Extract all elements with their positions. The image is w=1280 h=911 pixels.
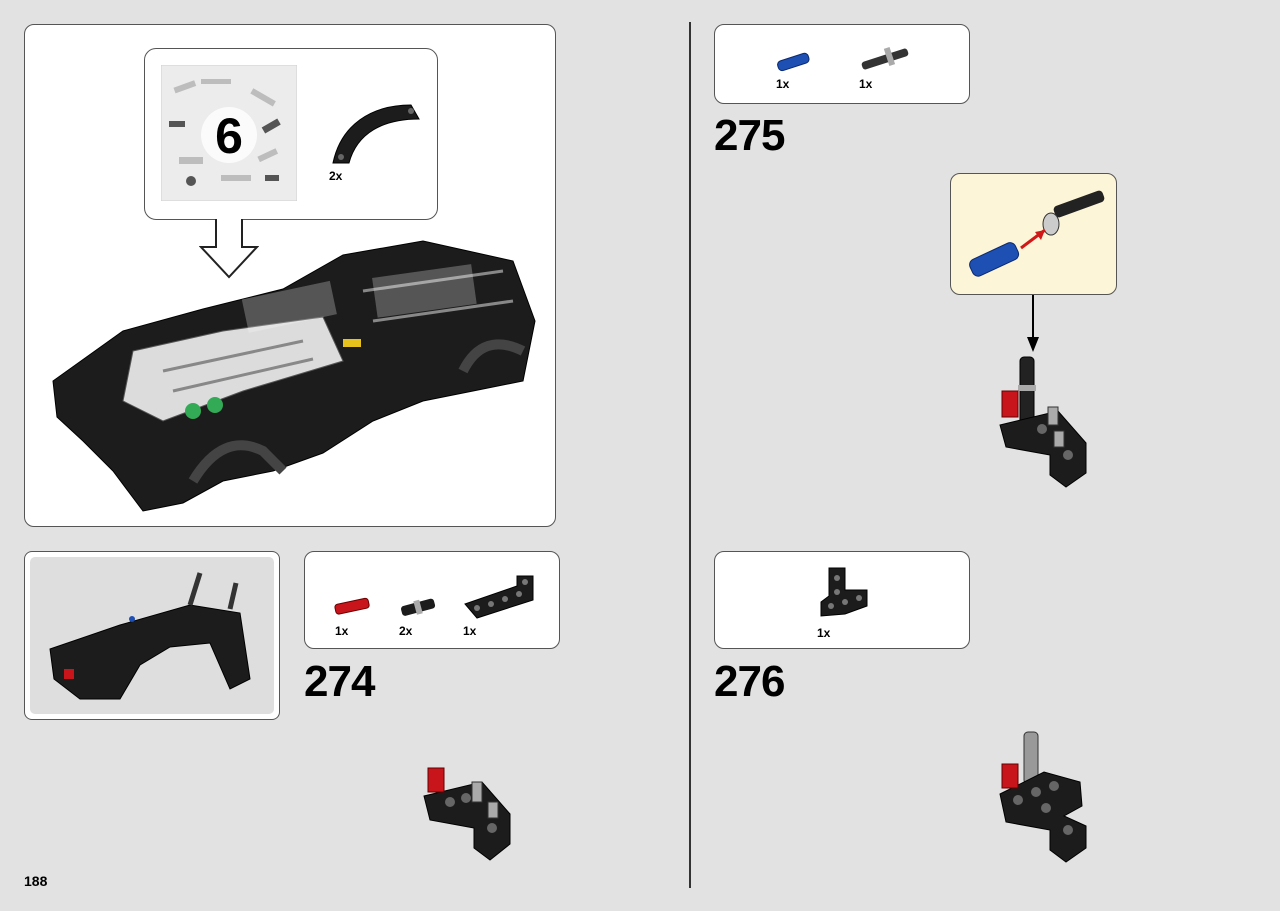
step-274-number: 274 <box>304 657 375 706</box>
page-number: 188 <box>24 873 48 889</box>
bag-part-qty: 2x <box>329 169 343 183</box>
step-276-part-1-qty: 1x <box>817 626 831 640</box>
step-275-parts-box: 1x 1x <box>714 24 970 104</box>
bag-callout: 6 2x <box>144 48 438 220</box>
t-beam-part <box>820 567 868 617</box>
step-275-part-2-qty: 1x <box>859 77 873 91</box>
main-assembly-panel: 6 2x <box>24 24 556 527</box>
pin-insertion-illustration <box>969 190 1105 277</box>
step-274-parts-box: 1x 2x 1x <box>304 551 560 649</box>
parts-bag-image: 6 <box>161 65 297 201</box>
subassembly-arch-model <box>49 572 251 700</box>
step-274-assembly-model <box>423 767 511 861</box>
bag-number: 6 <box>215 108 243 164</box>
callout-arrow-icon <box>1027 295 1039 352</box>
step-275-assembly-model <box>999 356 1087 488</box>
step-274-part-1-qty: 1x <box>335 624 349 638</box>
curved-panel-part <box>332 104 420 164</box>
down-arrow-icon <box>199 219 259 279</box>
step-276-number: 276 <box>714 657 785 706</box>
step-275-callout <box>950 173 1117 295</box>
step-275-part-1-qty: 1x <box>776 77 790 91</box>
subassembly-panel <box>24 551 280 720</box>
step-274-part-2-qty: 2x <box>399 624 413 638</box>
subassembly-image-frame <box>30 557 274 714</box>
black-axle-with-stop-part <box>861 47 909 70</box>
step-276-parts-box: 1x <box>714 551 970 649</box>
car-chassis-model <box>52 240 536 512</box>
step-276-assembly-model <box>999 731 1087 863</box>
angled-beam-part <box>464 575 534 619</box>
page-divider <box>689 22 691 888</box>
black-pin-part <box>400 598 436 616</box>
step-275-number: 275 <box>714 111 785 160</box>
red-axle-pin-part <box>334 597 370 615</box>
step-274-part-3-qty: 1x <box>463 624 477 638</box>
blue-pin-part <box>777 52 810 72</box>
